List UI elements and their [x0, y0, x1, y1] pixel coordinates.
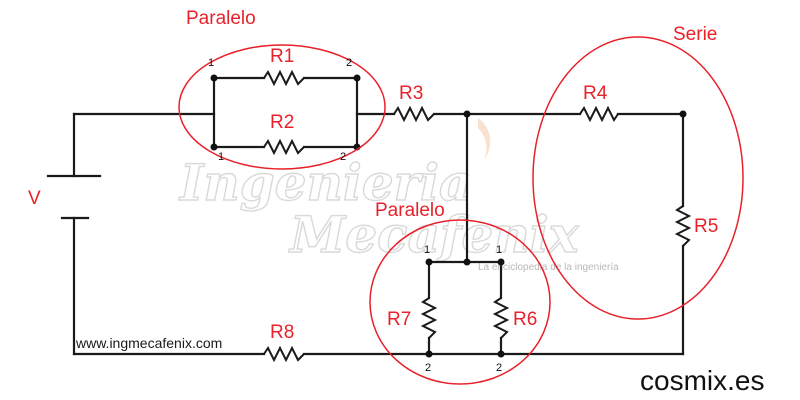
resistor-label-r8: R8: [270, 322, 294, 343]
corner-watermark: cosmix.es: [640, 365, 764, 396]
node-dot: [463, 258, 471, 266]
flame-logo-icon: [478, 118, 491, 160]
node-dot: [210, 74, 218, 82]
website-url: www.ingmecafenix.com: [75, 335, 222, 351]
resistor-label-r1: R1: [270, 46, 294, 67]
source-label: V: [28, 188, 41, 209]
watermark-line1: Ingenieria: [178, 153, 471, 212]
group-label-paralelo-bottom: Paralelo: [375, 200, 445, 221]
resistor-label-r2: R2: [270, 112, 294, 133]
battery-icon: [46, 174, 102, 220]
pin-label: 2: [496, 362, 502, 374]
node-dot: [210, 143, 218, 151]
resistor-r4-icon: [579, 105, 619, 123]
group-label-paralelo-top: Paralelo: [186, 8, 256, 29]
resistor-label-r5: R5: [694, 216, 718, 237]
parallel-top-ellipse: [178, 44, 386, 170]
watermark-tagline: La enciclopedia de la ingeniería: [478, 262, 619, 273]
resistors: [263, 69, 692, 363]
node-dot: [497, 350, 505, 358]
node-dot: [353, 74, 361, 82]
resistor-label-r4: R4: [583, 83, 608, 104]
watermark: Ingenieria Mecafenix La enciclopedia de …: [177, 118, 619, 273]
resistor-label-r6: R6: [513, 309, 537, 330]
pin-label: 2: [425, 362, 431, 374]
node-dot: [425, 350, 433, 358]
pin-labels: 1 2 1 2 1 1 2 2: [208, 57, 502, 374]
watermark-line2: Mecafenix: [288, 205, 580, 264]
node-dot: [425, 258, 433, 266]
resistor-r5-icon: [674, 205, 692, 247]
pin-label: 1: [218, 151, 224, 163]
pin-label: 1: [496, 244, 502, 256]
node-dot: [463, 110, 471, 118]
resistor-label-r7: R7: [387, 309, 411, 330]
node-dot: [497, 258, 505, 266]
resistor-r1-icon: [263, 69, 305, 87]
resistor-r8-icon: [263, 345, 305, 363]
pin-label: 1: [208, 57, 214, 69]
group-ellipses: [178, 36, 744, 385]
pin-label: 2: [340, 151, 346, 163]
group-label-serie: Serie: [673, 24, 717, 45]
resistor-r3-icon: [393, 105, 435, 123]
parallel-bottom-ellipse: [369, 219, 551, 385]
pin-label: 1: [424, 244, 430, 256]
resistor-r2-icon: [263, 138, 305, 156]
serie-ellipse: [532, 36, 744, 320]
resistor-r7-icon: [420, 297, 438, 339]
component-labels: Paralelo Serie Paralelo V R1 R2 R3 R4 R5…: [28, 8, 718, 343]
pin-label: 2: [346, 57, 352, 69]
node-dot: [679, 110, 687, 118]
resistor-label-r3: R3: [399, 83, 423, 104]
resistor-r6-icon: [492, 297, 510, 339]
